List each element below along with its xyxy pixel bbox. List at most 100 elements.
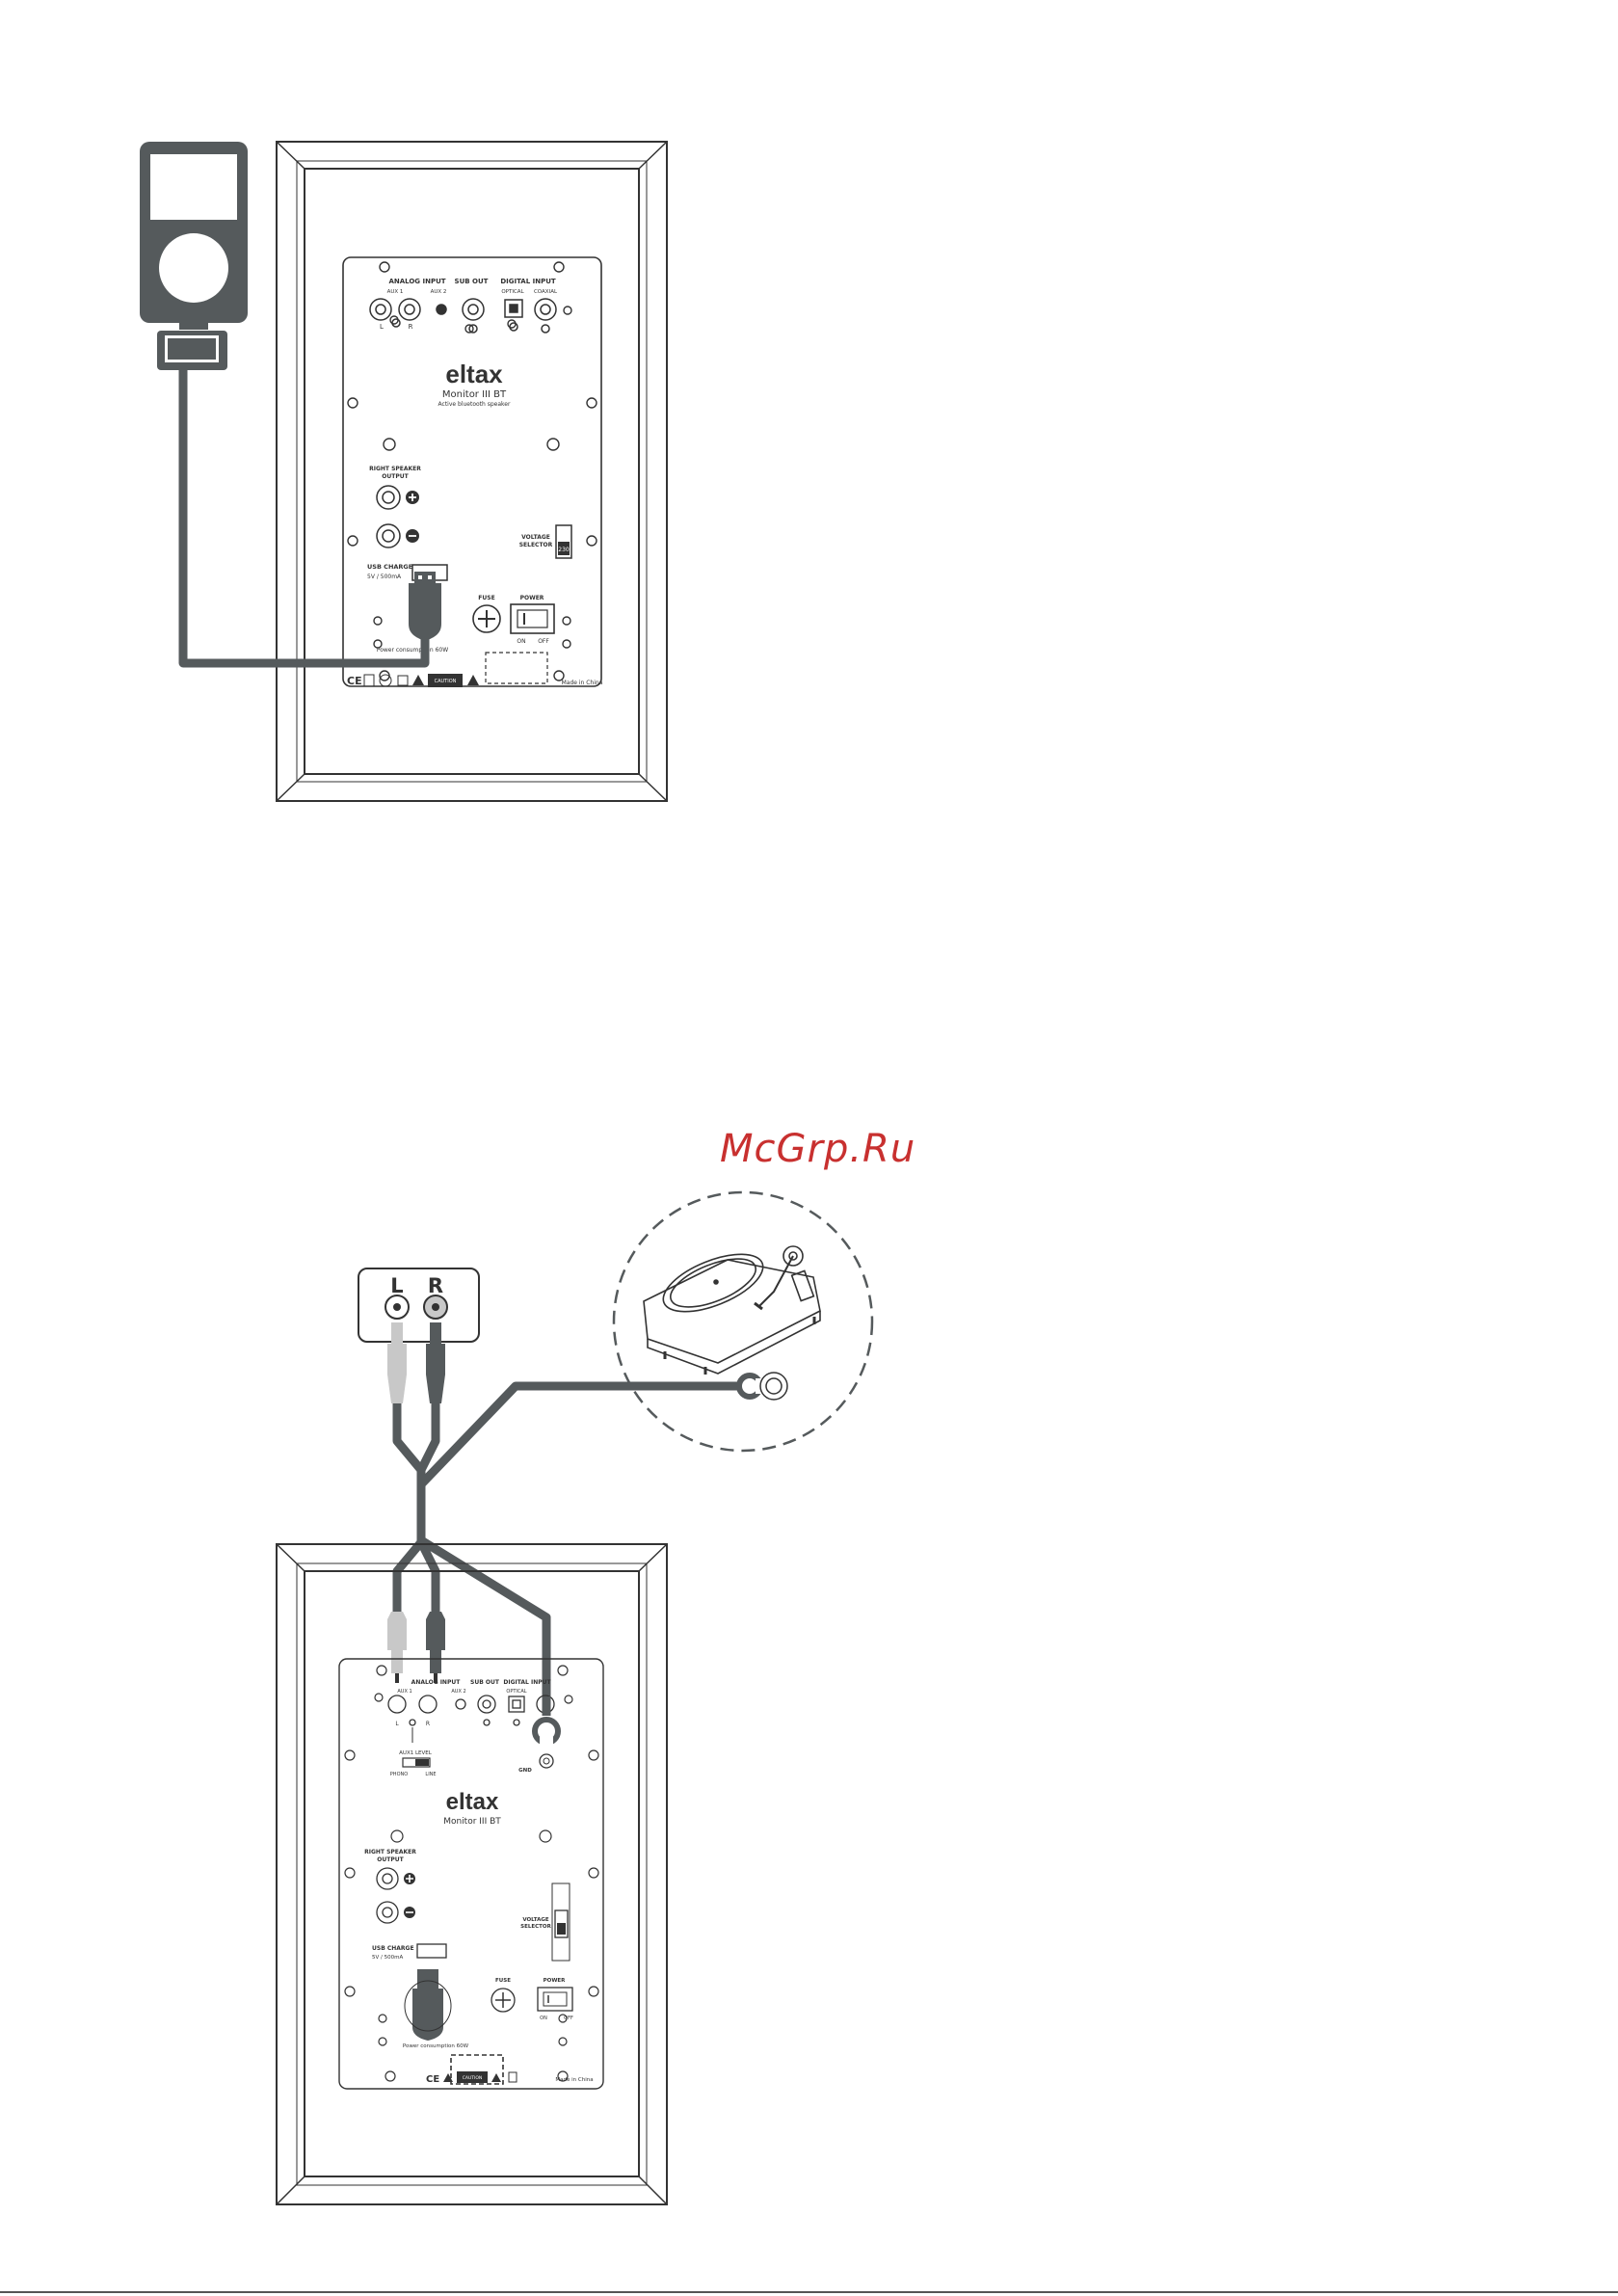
voltage-selector-label-2: SELECTOR — [519, 542, 553, 548]
power-consumption-label: Power consumption 60W — [403, 2043, 469, 2049]
usb-spec-label: 5V / 500mA — [367, 574, 402, 580]
rca-plug-icon — [387, 1322, 407, 1403]
warning-triangle-icon — [467, 675, 479, 685]
diagram-usb-charging: ANALOG INPUT AUX 1 AUX 2 SUB OUT DIGITAL… — [140, 141, 668, 802]
power-switch[interactable] — [537, 1987, 573, 2012]
screw-icon — [344, 1665, 599, 2082]
rear-panel-bottom: ANALOG INPUT AUX 1 AUX 2 SUB OUT DIGITAL… — [338, 1658, 604, 2090]
turntable-ground-post — [759, 1372, 788, 1401]
power-switch[interactable] — [510, 603, 555, 634]
voltage-selector-switch[interactable] — [554, 1909, 569, 1938]
sub-out-jack[interactable] — [462, 298, 485, 321]
gnd-terminal[interactable] — [539, 1753, 554, 1769]
usb-charge-port[interactable] — [416, 1943, 447, 1959]
diagram-turntable-connection: L R — [276, 1190, 874, 2205]
aux1-right-jack[interactable] — [398, 298, 421, 321]
power-label: POWER — [520, 595, 544, 601]
warning-triangle-icon — [443, 2073, 453, 2082]
voltage-selector-label: VOLTAGE — [521, 534, 550, 541]
aux1-level-label: AUX1 LEVEL — [399, 1750, 433, 1756]
optical-label: OPTICAL — [506, 1689, 526, 1695]
optical-jack[interactable] — [504, 299, 523, 318]
weee-icon — [363, 674, 375, 687]
ground-fork-terminal-icon — [532, 1696, 561, 1750]
watermark: McGrp.Ru — [720, 1127, 915, 1171]
certification-icon — [379, 674, 392, 687]
gnd-label: GND — [518, 1768, 532, 1774]
brand-logo: eltax — [445, 360, 503, 388]
aux2-label: AUX 2 — [451, 1689, 465, 1695]
sub-out-label: SUB OUT — [455, 278, 489, 285]
speaker-output-positive-terminal[interactable] — [376, 1867, 399, 1890]
digital-input-label: DIGITAL INPUT — [503, 1679, 551, 1686]
usb-cable — [178, 370, 430, 668]
rca-cable — [392, 1403, 551, 1696]
sub-out-label: SUB OUT — [470, 1679, 500, 1686]
analog-input-label: ANALOG INPUT — [411, 1679, 462, 1686]
usb-charge-label: USB CHARGE — [372, 1945, 414, 1952]
right-speaker-output-label-2: OUTPUT — [382, 473, 409, 480]
phono-label: PHONO — [390, 1772, 408, 1777]
rca-plug-icon — [426, 1322, 445, 1403]
fuse-label: FUSE — [478, 595, 494, 601]
caution-label — [428, 674, 463, 687]
ce-mark-icon: CE — [426, 2074, 439, 2085]
mp3-player-icon — [140, 142, 248, 370]
weee-icon — [508, 2071, 517, 2083]
sub-out-jack[interactable] — [477, 1695, 496, 1714]
tagline: Active bluetooth speaker — [438, 401, 511, 408]
model-name: Monitor III BT — [443, 1817, 501, 1827]
warning-triangle-icon — [491, 2073, 501, 2082]
aux2-label: AUX 2 — [431, 289, 447, 295]
aux2-jack[interactable] — [455, 1698, 466, 1710]
voltage-selector-switch[interactable] — [555, 524, 572, 559]
speaker-output-negative-terminal[interactable] — [376, 1901, 399, 1924]
warning-triangle-icon — [412, 675, 424, 685]
brand-logo: eltax — [446, 1789, 499, 1815]
turntable-rca-output: L R — [358, 1268, 480, 1343]
optical-jack[interactable] — [508, 1695, 525, 1713]
aux1-level-switch[interactable] — [402, 1757, 431, 1768]
ce-mark-icon: CE — [347, 675, 362, 687]
caution-label — [457, 2071, 488, 2083]
voltage-selector-label: VOLTAGE — [522, 1917, 549, 1923]
power-label: POWER — [544, 1978, 567, 1984]
right-label: R — [426, 1721, 430, 1727]
fuse-holder[interactable] — [491, 1988, 516, 2013]
voltage-value: 230 — [558, 547, 570, 553]
aux1-right-jack[interactable] — [418, 1695, 438, 1714]
model-name: Monitor III BT — [442, 389, 507, 400]
right-label: R — [409, 323, 413, 331]
analog-input-label: ANALOG INPUT — [388, 278, 445, 285]
caution-text: CAUTION — [463, 2075, 483, 2081]
rca-left-label: L — [390, 1274, 403, 1297]
off-label: OFF — [564, 2016, 573, 2021]
aux2-jack[interactable] — [436, 304, 447, 315]
speaker-output-positive-terminal[interactable] — [376, 485, 401, 510]
caution-text: CAUTION — [435, 679, 457, 684]
coaxial-jack[interactable] — [534, 298, 557, 321]
aux1-label: AUX 1 — [397, 1689, 411, 1695]
rca-plug-icon — [426, 1612, 445, 1683]
coaxial-label: COAXIAL — [534, 289, 558, 295]
optical-label: OPTICAL — [501, 289, 524, 295]
made-in-label: Made in China — [555, 2077, 593, 2083]
line-label: LINE — [425, 1772, 436, 1777]
digital-input-label: DIGITAL INPUT — [500, 278, 556, 285]
power-consumption-label: Power consumption 60W — [377, 647, 448, 654]
rca-right-label: R — [428, 1274, 443, 1297]
turntable-icon — [643, 1245, 821, 1375]
rear-panel-top: ANALOG INPUT AUX 1 AUX 2 SUB OUT DIGITAL… — [342, 256, 603, 687]
voltage-selector-label-2: SELECTOR — [520, 1924, 551, 1930]
usb-plug-icon — [409, 572, 441, 641]
off-label: OFF — [538, 638, 549, 645]
speaker-cabinet-bottom — [276, 1543, 668, 2205]
fuse-holder[interactable] — [472, 604, 501, 633]
usb-charge-label: USB CHARGE — [367, 563, 412, 571]
speaker-output-negative-terminal[interactable] — [376, 523, 401, 548]
aux1-left-jack[interactable] — [369, 298, 392, 321]
aux1-left-jack[interactable] — [387, 1695, 407, 1714]
usb-plug-icon — [404, 1969, 452, 2041]
